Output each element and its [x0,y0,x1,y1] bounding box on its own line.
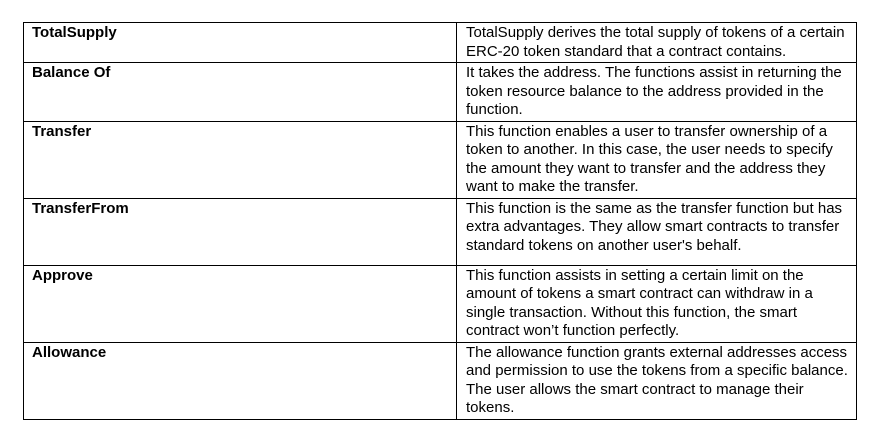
table-row: TotalSupply TotalSupply derives the tota… [23,22,857,63]
function-name-cell: Approve [23,264,457,343]
function-description-cell: The allowance function grants external a… [456,341,857,420]
table-row: TransferFrom This function is the same a… [23,197,857,266]
erc20-functions-table: TotalSupply TotalSupply derives the tota… [23,22,857,420]
table-row: Approve This function assists in setting… [23,264,857,343]
function-name-cell: Allowance [23,341,457,420]
table-row: Balance Of It takes the address. The fun… [23,62,857,122]
function-description-cell: This function assists in setting a certa… [456,264,857,343]
function-description-cell: This function is the same as the transfe… [456,197,857,266]
function-description-cell: TotalSupply derives the total supply of … [456,22,857,63]
function-name-cell: Transfer [23,120,457,199]
function-name-cell: TotalSupply [23,22,457,63]
function-name-cell: Balance Of [23,62,457,122]
function-description-cell: It takes the address. The functions assi… [456,62,857,122]
function-name-cell: TransferFrom [23,197,457,266]
function-description-cell: This function enables a user to transfer… [456,120,857,199]
table-row: Allowance The allowance function grants … [23,341,857,420]
table-row: Transfer This function enables a user to… [23,120,857,199]
